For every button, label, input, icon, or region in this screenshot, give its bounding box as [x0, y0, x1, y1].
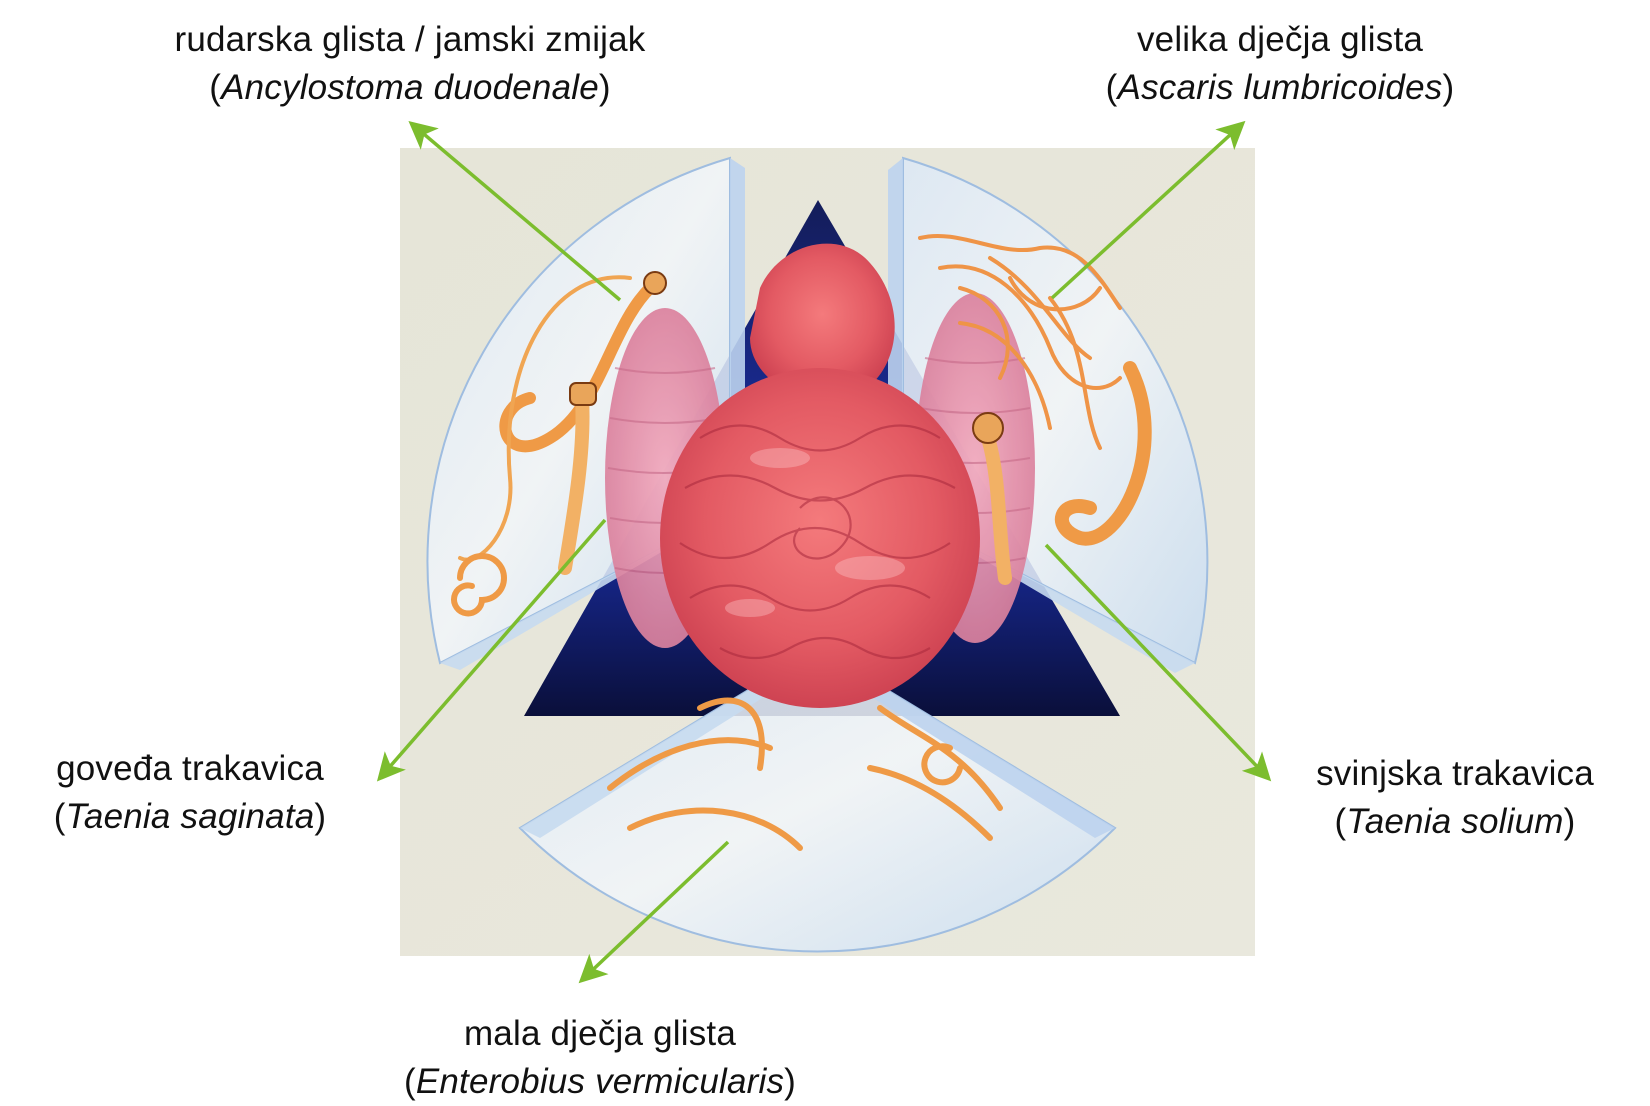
latin-name-line: (Enterobius vermicularis)	[403, 1062, 797, 1101]
label-roundworm: velika dječja glista (Ascaris lumbricoid…	[1070, 16, 1490, 112]
common-name: rudarska glista / jamski zmijak	[174, 20, 646, 59]
latin-name: Ascaris lumbricoides	[1117, 68, 1443, 107]
label-beef-tapeworm: goveđa trakavica (Taenia saginata)	[20, 745, 360, 841]
pinworms	[607, 697, 1003, 851]
stomach	[750, 243, 895, 401]
latin-name: Enterobius vermicularis	[415, 1062, 785, 1101]
latin-name-line: (Ascaris lumbricoides)	[1105, 68, 1455, 107]
latin-name: Taenia solium	[1346, 802, 1564, 841]
latin-name-line: (Taenia solium)	[1334, 802, 1576, 841]
small-intestine	[660, 368, 980, 708]
roundworm-cluster	[918, 233, 1122, 450]
hookworm	[499, 282, 656, 453]
label-hookworm: rudarska glista / jamski zmijak (Ancylos…	[130, 16, 690, 112]
common-name: mala dječja glista	[463, 1014, 737, 1053]
pork-tapeworm	[981, 431, 1012, 585]
label-pork-tapeworm: svinjska trakavica (Taenia solium)	[1280, 750, 1630, 846]
common-name: velika dječja glista	[1136, 20, 1424, 59]
latin-name: Taenia saginata	[65, 797, 315, 836]
label-pinworm: mala dječja glista (Enterobius vermicula…	[370, 1010, 830, 1106]
latin-name-line: (Ancylostoma duodenale)	[209, 68, 611, 107]
common-name: svinjska trakavica	[1316, 754, 1594, 793]
latin-name: Ancylostoma duodenale	[221, 68, 599, 107]
intestinal-parasites-illustration	[400, 148, 1255, 956]
common-name: goveđa trakavica	[56, 749, 324, 788]
latin-name-line: (Taenia saginata)	[53, 797, 327, 836]
